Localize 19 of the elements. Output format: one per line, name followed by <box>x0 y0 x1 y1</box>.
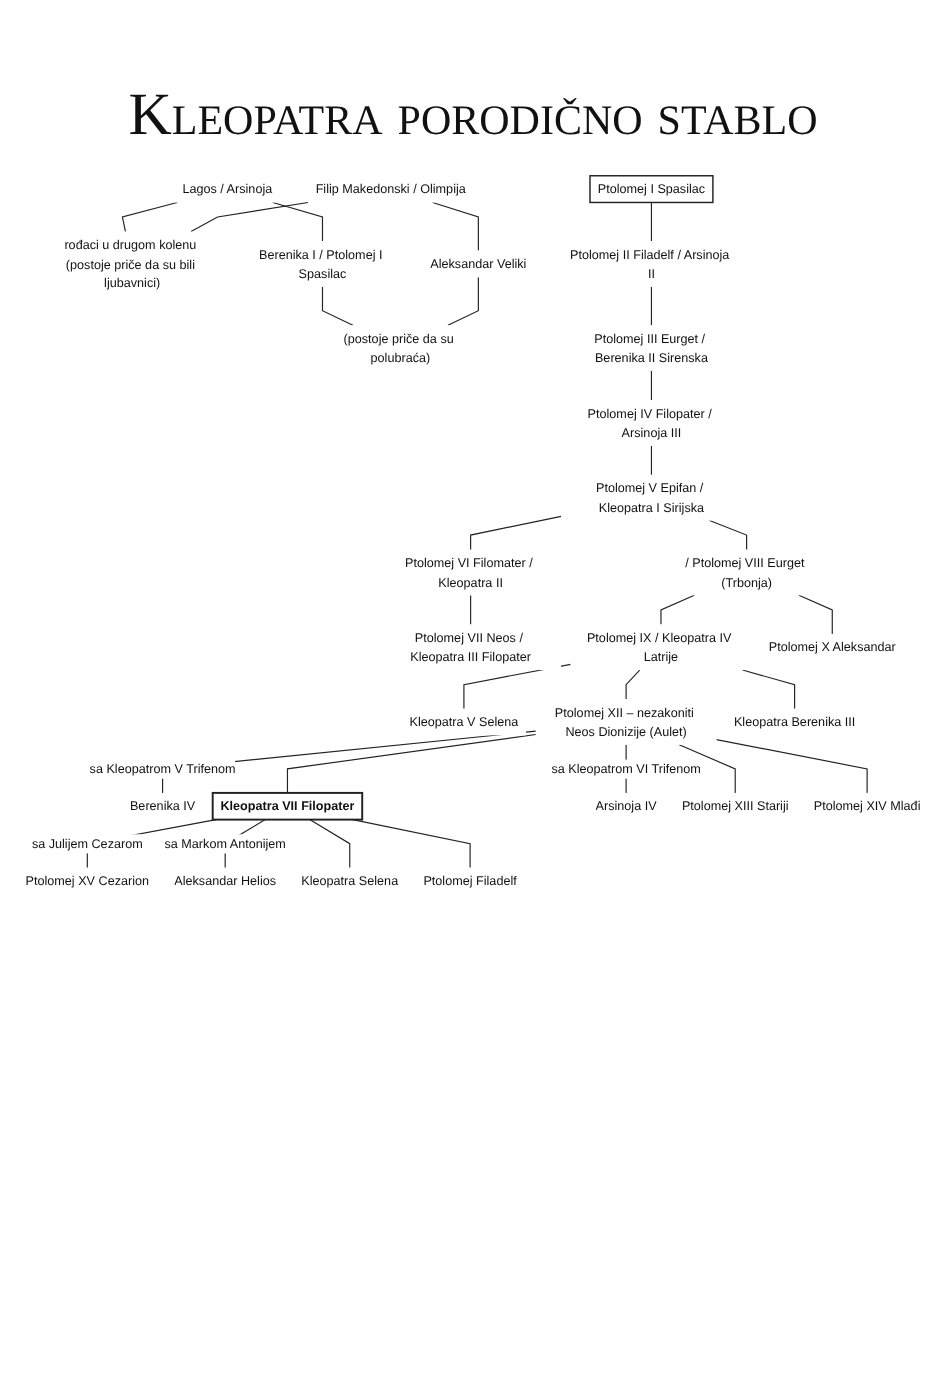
connector <box>650 370 653 401</box>
connector <box>190 201 309 233</box>
title: Kleopatra porodično stablo <box>126 80 820 152</box>
connector <box>470 594 472 625</box>
connector <box>650 286 653 326</box>
connector <box>121 201 178 233</box>
connector <box>660 594 695 625</box>
connector <box>309 819 351 869</box>
connector <box>470 515 562 551</box>
connector <box>625 669 641 700</box>
connector <box>272 201 324 242</box>
connector <box>715 739 868 794</box>
connector <box>678 744 736 794</box>
connector <box>286 733 537 794</box>
connector <box>708 519 748 551</box>
connector <box>741 669 796 710</box>
connector <box>650 201 653 242</box>
connector <box>162 730 537 794</box>
connector <box>650 445 653 476</box>
